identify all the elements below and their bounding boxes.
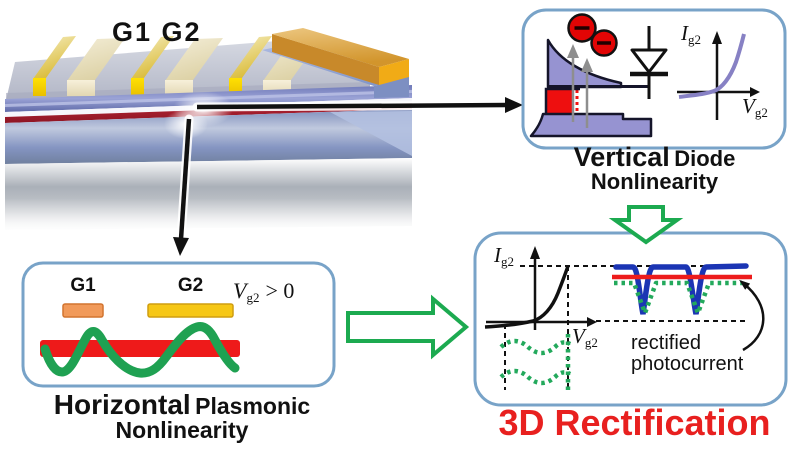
diode-iv-trace <box>678 33 746 99</box>
substrate-fade <box>0 198 420 234</box>
annotation-line2: photocurrent <box>631 353 744 376</box>
gate-finger-gold-2 <box>131 36 174 96</box>
iv-curve-rectification <box>484 246 748 392</box>
diode-symbol <box>630 26 668 99</box>
gate-finger-cream-2 <box>165 38 223 96</box>
gate1-bar <box>62 303 104 318</box>
bias-subscript: g2 <box>246 290 260 305</box>
horizontal-title-line2: Nonlinearity <box>115 417 249 444</box>
arrow-to-horizontal-panel <box>173 114 194 256</box>
vertical-title-line1: Vertical Diode <box>573 142 736 172</box>
rectification-panel-box <box>473 231 788 407</box>
green-arrow-down <box>608 205 684 245</box>
photocurrent-trace-green-dotted <box>614 280 742 316</box>
band-lower-band <box>529 112 653 138</box>
input-voltage-swing <box>499 334 572 392</box>
bias-relation: > 0 <box>265 278 295 303</box>
orange-contact-bar <box>272 28 409 85</box>
annotation-line1: rectified <box>631 332 702 354</box>
device-schematic <box>0 28 420 234</box>
rectification-iv-current-axis-label: Ig2 <box>494 243 514 269</box>
rectification-iv-voltage-axis-label: Vg2 <box>572 324 598 350</box>
gate2-bar <box>147 303 234 318</box>
plasmon-wave <box>40 322 240 378</box>
curved-annotation-arrow <box>739 279 765 352</box>
horizontal-panel-title: Horizontal Plasmonic Nonlinearity <box>16 390 348 443</box>
layer-buffer-slab <box>5 109 412 164</box>
diode-iv-trace-bold <box>484 265 570 329</box>
vertical-iv-voltage-axis-label: Vg2 <box>742 94 768 120</box>
band-diagram <box>529 13 653 138</box>
gate-finger-gold-1 <box>33 36 76 96</box>
electron-icon-1 <box>567 13 597 43</box>
gate1-label: G1 <box>70 275 96 296</box>
escape-arrow-2 <box>581 58 593 128</box>
vertical-panel-title: Vertical Diode Nonlinearity <box>523 143 786 194</box>
rectification-caption: 3D Rectification <box>498 402 771 443</box>
layer-buffer-facet <box>330 111 412 156</box>
gate-finger-cream-1 <box>67 38 125 96</box>
electron-icon-2 <box>590 29 618 57</box>
bias-condition-label: Vg2 > 0 <box>233 278 294 306</box>
photocurrent-trace-group <box>612 263 765 352</box>
channel-red-bar <box>40 340 240 357</box>
green-arrow-right <box>346 294 470 360</box>
bias-symbol: V <box>233 278 247 303</box>
gate-bars <box>33 36 321 96</box>
quantum-well-red-box <box>544 87 580 117</box>
plasmonic-sketch <box>40 303 240 378</box>
gate2-label: G2 <box>177 275 204 296</box>
device-gates-label: G1 G2 <box>112 17 202 47</box>
arrow-to-vertical-panel <box>192 97 523 113</box>
escape-arrow-1 <box>567 44 579 122</box>
horizontal-title-line1: Horizontal Plasmonic <box>53 389 311 420</box>
vertical-iv-current-axis-label: Ig2 <box>681 21 701 47</box>
vertical-title-line2: Nonlinearity <box>590 169 719 195</box>
iv-curve-vertical <box>677 31 760 120</box>
rectified-photocurrent-annotation: rectified photocurrent <box>631 332 744 376</box>
